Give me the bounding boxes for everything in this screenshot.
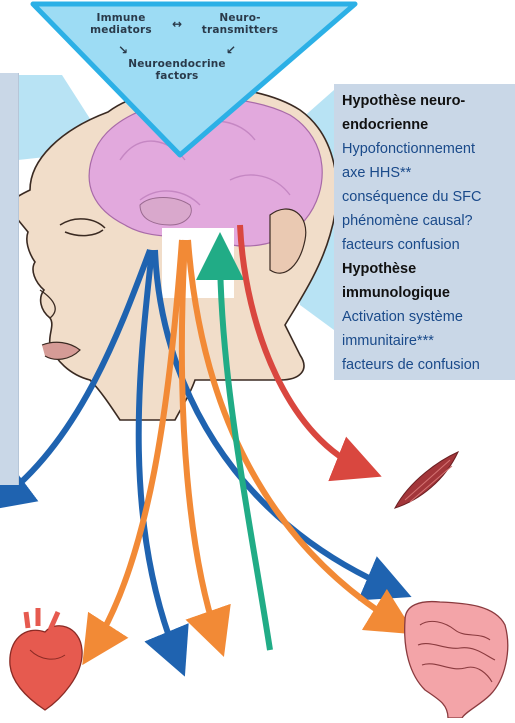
label-neuroendocrine-line2: factors (112, 70, 242, 82)
info-line: immunitaire*** (342, 332, 434, 351)
info-line: facteurs de confusion (342, 356, 480, 375)
info-line: Hypofonctionnement (342, 140, 475, 159)
bidirectional-arrow-icon: ↔ (172, 17, 182, 31)
label-immune-line2: mediators (76, 24, 166, 36)
label-immune-mediators: Immune mediators (76, 12, 166, 36)
muscle-organ (395, 452, 458, 508)
left-info-box (0, 73, 19, 485)
label-neuroendocrine-factors: Neuroendocrine factors (112, 58, 242, 82)
info-line: Activation système (342, 308, 463, 327)
label-immune-line1: Immune (76, 12, 166, 24)
info-line: facteurs confusion (342, 236, 460, 255)
info-line: conséquence du SFC (342, 188, 481, 207)
label-neuro-line2: transmitters (190, 24, 290, 36)
label-neuro-line1: Neuro- (190, 12, 290, 24)
info-line: Hypothèse neuro- (342, 92, 465, 111)
info-line: axe HHS** (342, 164, 411, 183)
label-neurotransmitters: Neuro- transmitters (190, 12, 290, 36)
info-line: Hypothèse (342, 260, 416, 279)
arrow-down-right-icon: ↘ (118, 43, 128, 57)
arrow-down-left-icon: ↙ (226, 43, 236, 57)
info-line: endocrienne (342, 116, 428, 135)
heart-organ (10, 608, 82, 710)
intestine-organ (405, 602, 508, 718)
info-line: immunologique (342, 284, 450, 303)
info-line: phénomène causal? (342, 212, 473, 231)
label-neuroendocrine-line1: Neuroendocrine (112, 58, 242, 70)
hypothesis-info-box: Hypothèse neuro-endocrienneHypofonctionn… (334, 84, 515, 380)
